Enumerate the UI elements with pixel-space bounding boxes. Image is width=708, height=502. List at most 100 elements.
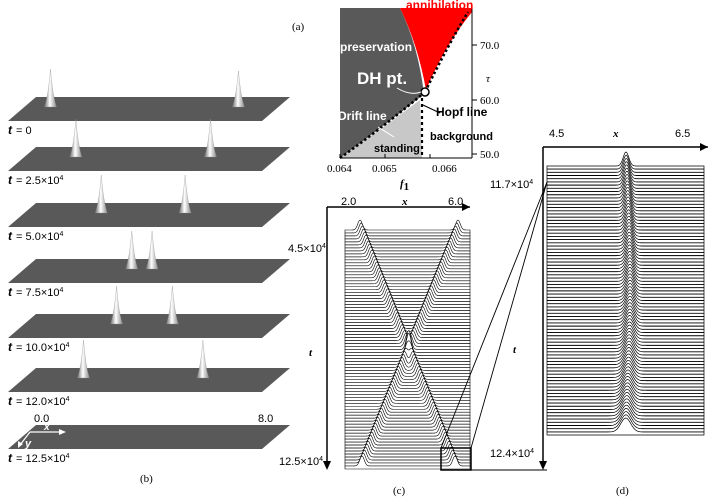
profile-line bbox=[344, 300, 471, 314]
spike-peak bbox=[204, 118, 217, 158]
profile-line bbox=[546, 283, 705, 301]
profile-line bbox=[344, 273, 471, 288]
panel-d-x-arrow bbox=[700, 143, 708, 151]
profile-line bbox=[344, 368, 471, 383]
snapshot-frame: t = 7.5×104 bbox=[8, 230, 290, 299]
profile-line bbox=[344, 428, 471, 443]
profile-line bbox=[546, 273, 705, 292]
y-tick-60: 60.0 bbox=[480, 95, 500, 107]
panel-d-t-label: t bbox=[513, 344, 517, 356]
profile-line bbox=[344, 434, 471, 449]
background-label: background bbox=[430, 131, 493, 143]
profile-line bbox=[546, 270, 705, 288]
snapshot-frame: t = 2.5×104 bbox=[8, 118, 290, 187]
annihilation-label: annihilation bbox=[406, 0, 473, 12]
profile-line bbox=[344, 357, 471, 371]
profile-line bbox=[546, 292, 705, 311]
panel-c-x-arrow bbox=[462, 203, 470, 211]
profile-line bbox=[546, 266, 705, 285]
hopf-line-pointer bbox=[422, 104, 441, 114]
dh-point-label: DH pt. bbox=[357, 69, 407, 88]
panel-c-t-bottom: 12.5×104 bbox=[279, 456, 323, 468]
profile-line bbox=[546, 235, 705, 253]
profile-line bbox=[344, 318, 471, 332]
profile-line bbox=[546, 286, 705, 304]
annihilation-region bbox=[400, 8, 472, 90]
panel-b-axis-y: y bbox=[24, 438, 32, 450]
panel-d-waterfall: 4.5 6.5 x 11.7×104 12.4×104 t (d) bbox=[490, 128, 708, 497]
spike-peak bbox=[196, 339, 210, 379]
preservation-region bbox=[340, 8, 424, 158]
profile-line bbox=[344, 401, 471, 416]
snapshot-plane bbox=[8, 147, 290, 171]
x-tick-0-065: 0.065 bbox=[372, 163, 397, 175]
profile-line bbox=[546, 263, 705, 282]
panel-c-waterfall: 2.0 6.0 x 4.5×104 12.5×104 t (c) bbox=[279, 181, 548, 497]
panel-c-profiles bbox=[344, 219, 471, 470]
profile-line bbox=[546, 254, 705, 272]
profile-line bbox=[344, 347, 471, 362]
x-tick-0-066: 0.066 bbox=[432, 163, 457, 175]
zoom-line-mid bbox=[470, 181, 548, 449]
hopf-upper-curve bbox=[423, 11, 470, 93]
profile-line bbox=[344, 291, 471, 305]
profile-line bbox=[344, 294, 471, 308]
snapshot-plane bbox=[8, 425, 290, 449]
profile-line bbox=[344, 303, 471, 317]
panel-a-phase-diagram: (a) annihilation preservation DH pt. Dri… bbox=[292, 0, 500, 193]
profile-line bbox=[344, 234, 471, 249]
profile-line bbox=[344, 455, 471, 470]
panel-a-x-ticks: 0.064 0.065 0.066 bbox=[327, 154, 457, 175]
profile-line bbox=[546, 260, 705, 279]
panel-d-label: (d) bbox=[616, 485, 629, 497]
profile-line bbox=[546, 295, 705, 314]
panel-d-t-bottom: 12.4×104 bbox=[490, 448, 534, 460]
profile-line bbox=[344, 306, 471, 320]
snapshot-time-label: t = 12.0×104 bbox=[8, 394, 70, 408]
panel-a-y-ticks: 70.0 60.0 50.0 bbox=[472, 40, 500, 161]
panel-d-t-top: 11.7×104 bbox=[490, 179, 533, 191]
y-axis-label: τ bbox=[486, 73, 491, 85]
spike-peak bbox=[145, 230, 159, 270]
profile-line bbox=[546, 289, 705, 308]
drift-line-curve bbox=[339, 91, 426, 160]
profile-line bbox=[344, 288, 471, 303]
panel-c-label: (c) bbox=[393, 485, 406, 497]
profile-line bbox=[344, 371, 471, 386]
profile-line bbox=[546, 241, 705, 260]
snapshot-time-label: t = 2.5×104 bbox=[8, 173, 64, 187]
snapshot-frame: t = 12.0×104 bbox=[8, 339, 290, 408]
spike-peak bbox=[69, 118, 83, 158]
profile-line bbox=[344, 378, 471, 392]
panel-d-x-label: x bbox=[612, 128, 619, 140]
snapshot-plane bbox=[8, 259, 290, 283]
panel-a-label: (a) bbox=[292, 21, 305, 33]
profile-line bbox=[546, 238, 705, 256]
profile-line bbox=[546, 279, 705, 298]
profile-line bbox=[344, 360, 471, 374]
profile-line bbox=[344, 363, 471, 377]
profile-line bbox=[344, 246, 471, 261]
snapshot-frame: t = 5.0×104 bbox=[8, 174, 290, 243]
snapshot-plane bbox=[8, 314, 290, 338]
panel-b-label: (b) bbox=[140, 473, 153, 485]
profile-line bbox=[344, 365, 471, 380]
profile-line bbox=[344, 351, 471, 365]
spike-peak bbox=[95, 174, 108, 214]
snapshot-plane bbox=[8, 203, 290, 227]
snapshot-time-label: t = 10.0×104 bbox=[8, 340, 70, 354]
drift-line-pointer bbox=[377, 126, 395, 138]
panel-d-profiles bbox=[546, 151, 705, 436]
spike-peak bbox=[232, 70, 245, 108]
profile-line bbox=[344, 312, 471, 326]
zoom-line-top bbox=[440, 181, 548, 449]
profile-line bbox=[546, 251, 705, 269]
profile-line bbox=[344, 392, 471, 407]
profile-line bbox=[546, 228, 705, 247]
spike-peak bbox=[166, 285, 179, 325]
snapshot-time-label: t = 12.5×104 bbox=[8, 451, 70, 465]
profile-line bbox=[546, 244, 705, 263]
